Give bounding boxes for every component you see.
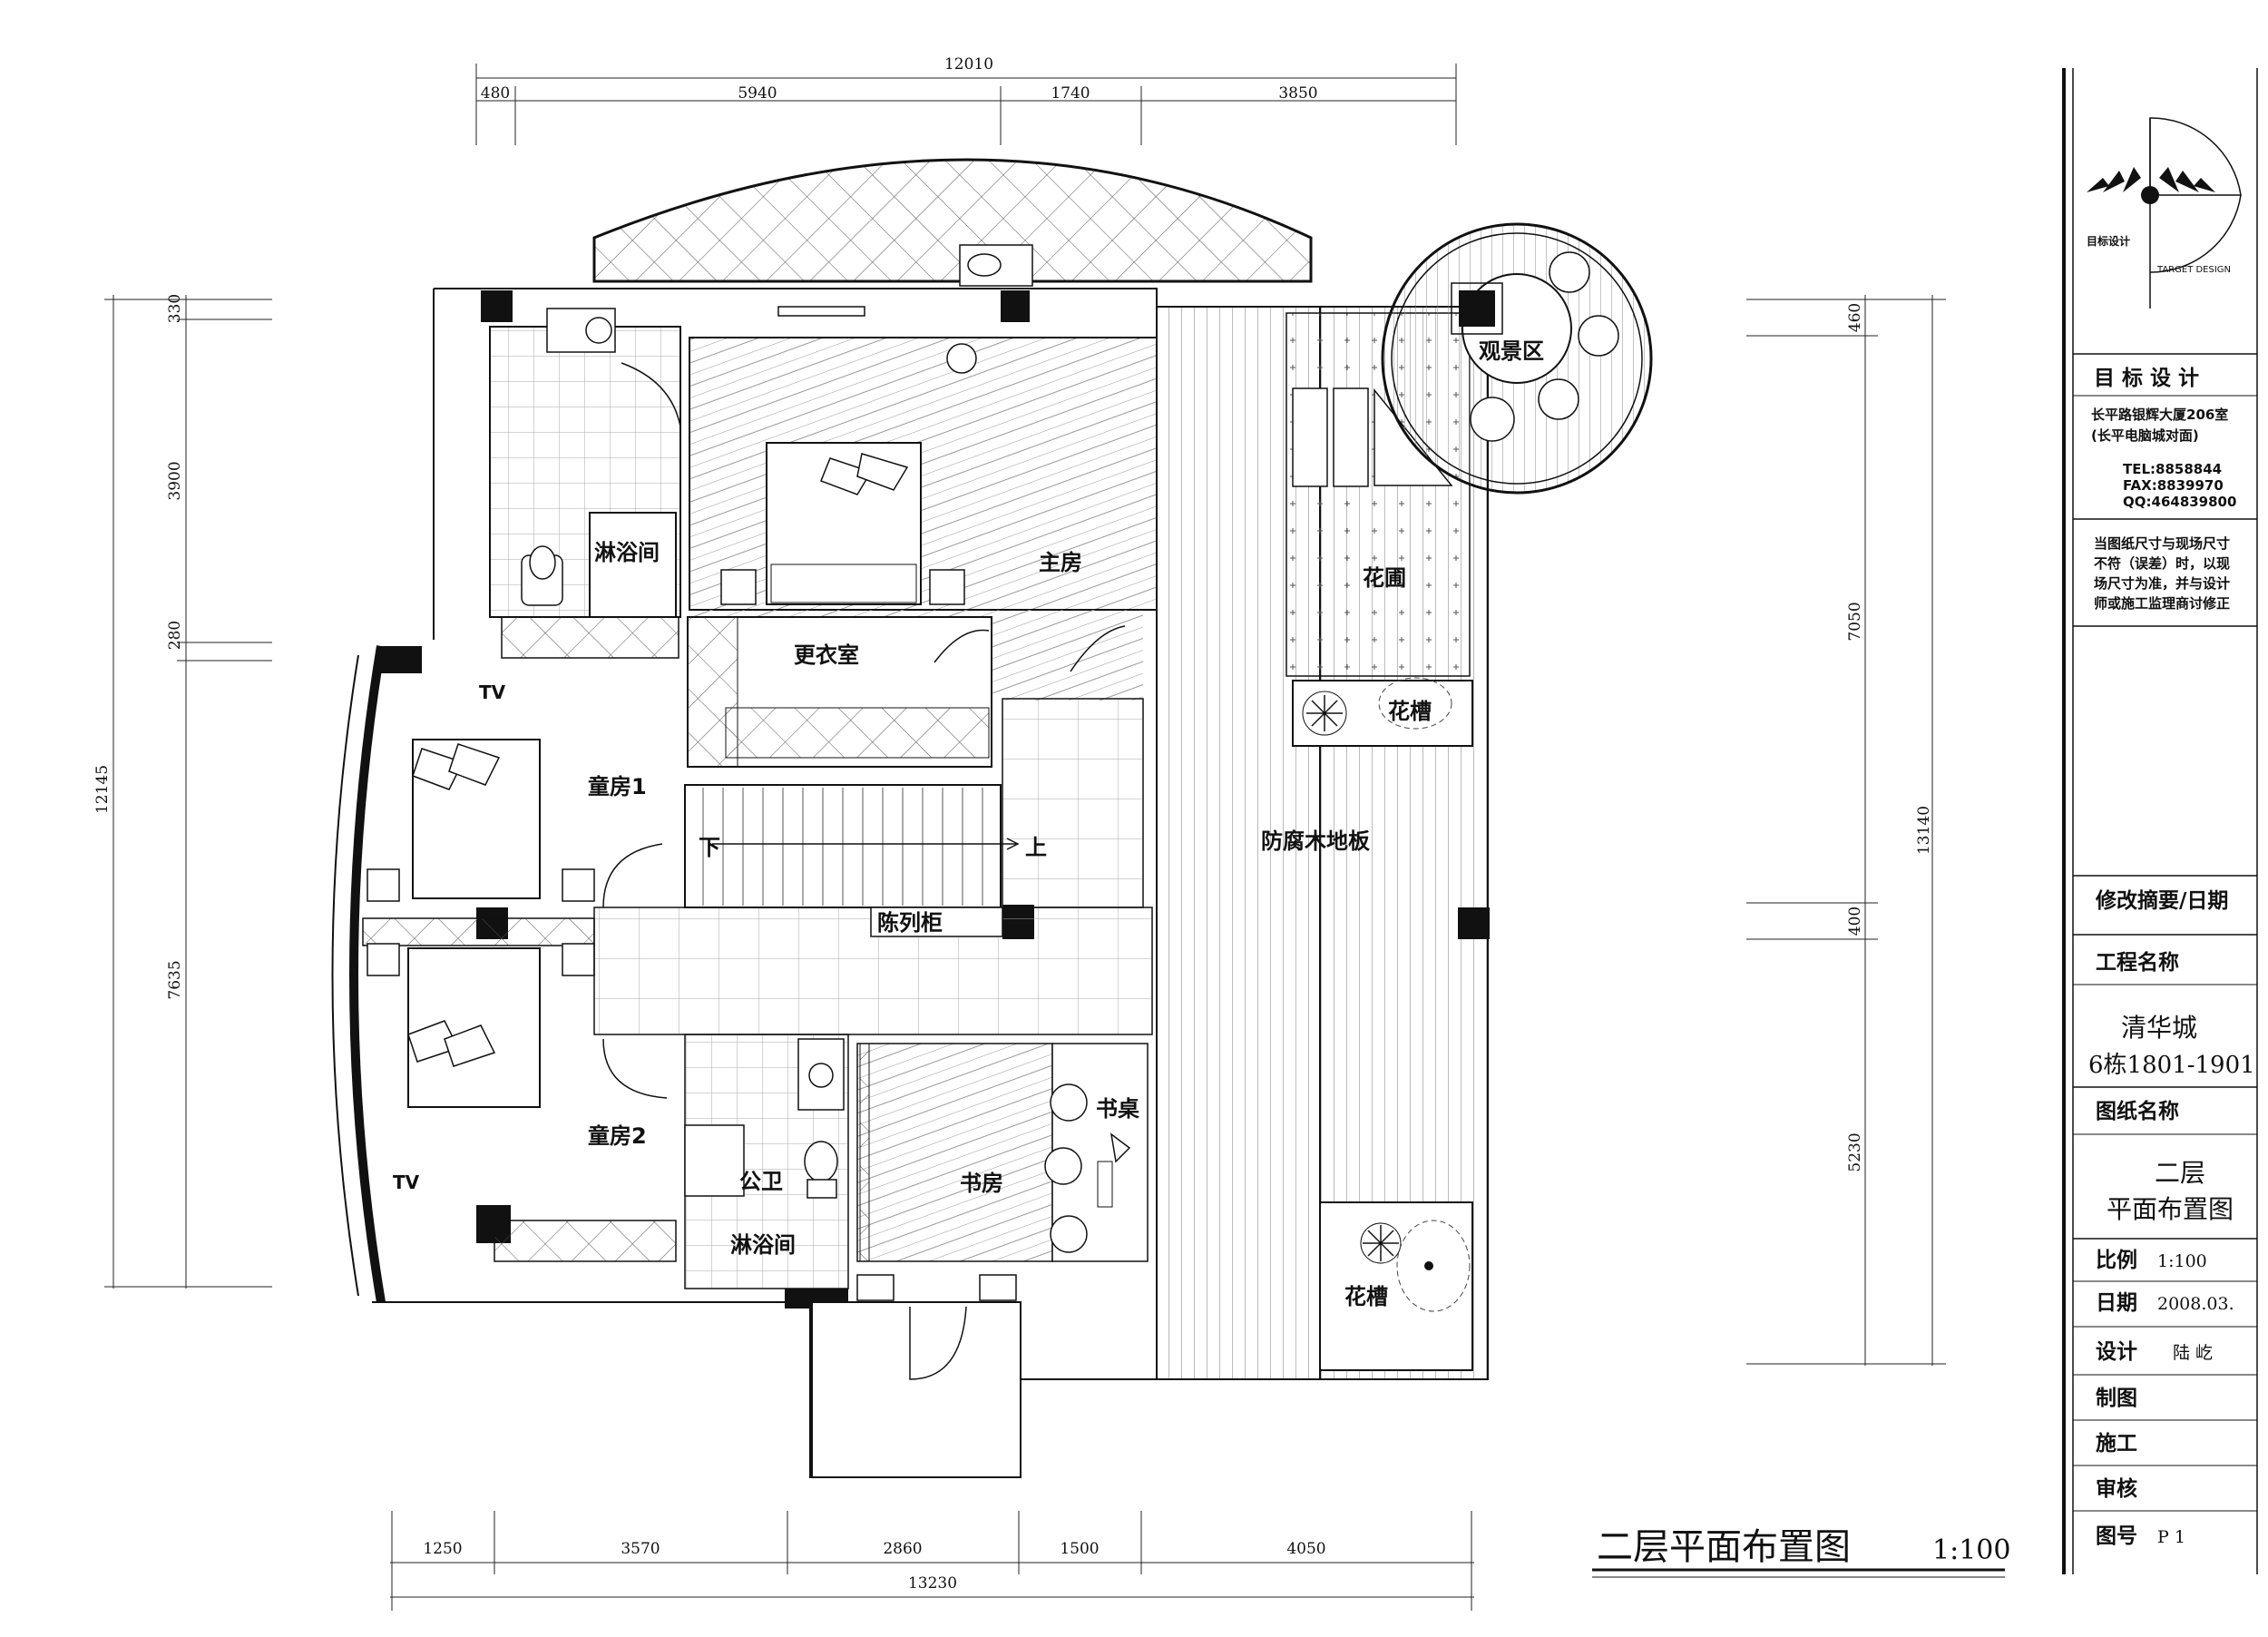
review-label: 审核	[2096, 1476, 2137, 1501]
dim-right-3: 400	[1846, 907, 1864, 936]
drawing-name-2: 平面布置图	[2107, 1194, 2234, 1224]
dim-left-total: 12145	[93, 765, 112, 814]
bottom-dimensions: 1250 3570 2860 1500 4050 13230	[390, 1511, 1474, 1611]
sheet-no-label: 图号	[2096, 1524, 2137, 1548]
label-garden: 花圃	[1363, 565, 1406, 591]
left-dimensions: 12145 330 3900 280 7635	[93, 294, 272, 1289]
logo-caption: 目标设计	[2087, 234, 2130, 248]
bottom-balcony	[811, 1301, 1022, 1478]
date-value: 2008.03.	[2157, 1294, 2234, 1314]
study-room	[856, 1043, 1053, 1262]
dim-left-1: 330	[166, 294, 184, 323]
dim-bottom-3: 2860	[883, 1540, 922, 1558]
note-line-1: 当图纸尺寸与现场尺寸	[2094, 535, 2230, 552]
design-value: 陆 屹	[2173, 1343, 2213, 1363]
child-room-curved-wall	[349, 645, 386, 1303]
drawing-name-label: 图纸名称	[2096, 1099, 2179, 1123]
dim-right-total: 13140	[1915, 806, 1933, 855]
right-dimensions: 13140 460 7050 400 5230	[1746, 295, 1946, 1366]
label-child-room-1: 童房1	[588, 774, 647, 799]
label-planter-top: 花槽	[1388, 699, 1432, 724]
label-desk: 书桌	[1096, 1096, 1139, 1122]
label-tv-bottom: TV	[393, 1171, 420, 1193]
dim-top-3: 1740	[1051, 84, 1090, 103]
planter-bottom	[1319, 1201, 1473, 1371]
scale-value: 1:100	[2157, 1251, 2207, 1271]
note-line-3: 场尺寸为准，并与设计	[2094, 575, 2230, 592]
company-tel: TEL:8858844	[2123, 461, 2222, 477]
revision-label: 修改摘要/日期	[2095, 888, 2228, 913]
top-dimensions: 12010 480 5940 1740 3850	[475, 55, 1457, 145]
label-planter-bottom: 花槽	[1344, 1284, 1388, 1309]
label-child-room-2: 童房2	[588, 1123, 647, 1149]
drawing-title-text: 二层平面布置图	[1597, 1526, 1851, 1568]
company-address-2: (长平电脑城对面)	[2091, 427, 2199, 444]
dim-left-2: 3900	[166, 461, 184, 500]
date-label: 日期	[2096, 1291, 2137, 1315]
company-address-1: 长平路银辉大厦206室	[2091, 407, 2228, 423]
label-public-bath: 公卫	[739, 1169, 783, 1194]
dim-bottom-4: 1500	[1060, 1540, 1099, 1558]
design-label: 设计	[2096, 1340, 2137, 1364]
label-stairs-up: 上	[1025, 835, 1047, 860]
dim-top-4: 3850	[1278, 84, 1317, 103]
label-master-bedroom: 主房	[1039, 550, 1082, 575]
label-tv-top: TV	[479, 681, 506, 703]
label-shower-bottom: 淋浴间	[730, 1232, 796, 1258]
dim-right-1: 460	[1846, 303, 1864, 332]
dim-top-1: 480	[481, 84, 510, 103]
logo-ring-text: TARGET DESIGN	[2156, 265, 2231, 275]
project-name-2: 6栋1801-1901	[2088, 1052, 2255, 1079]
label-closet: 更衣室	[794, 642, 859, 668]
title-block: TARGET DESIGN 目标设计 目 标 设 计 长平路银辉大厦206室 (…	[2062, 68, 2258, 1574]
master-bedroom	[689, 337, 1158, 611]
room-labels: 主房 淋浴间 更衣室 童房1 童房2 下 上 陈列柜 公卫 淋浴间 书房 书桌 …	[393, 338, 1544, 1309]
dim-right-4: 5230	[1846, 1132, 1864, 1171]
label-shower-top: 淋浴间	[594, 540, 660, 565]
company-qq: QQ:464839800	[2123, 494, 2236, 510]
project-label: 工程名称	[2096, 950, 2179, 975]
note-line-4: 师或施工监理商讨修正	[2094, 595, 2230, 612]
dim-bottom-5: 4050	[1286, 1540, 1325, 1558]
dim-top-2: 5940	[738, 84, 777, 103]
display-cabinet	[870, 907, 1003, 937]
drafting-label: 制图	[2096, 1387, 2137, 1410]
note-line-2: 不符（误差）时，以现	[2094, 555, 2230, 572]
construction-label: 施工	[2096, 1431, 2137, 1456]
drawing-title: 二层平面布置图 1:100	[1592, 1526, 2010, 1578]
company-name: 目 标 设 计	[2094, 367, 2199, 390]
dim-right-2: 7050	[1846, 602, 1864, 641]
arched-balcony	[592, 158, 1313, 283]
dim-bottom-1: 1250	[423, 1540, 462, 1558]
drawing-name-1: 二层	[2155, 1158, 2205, 1188]
label-study: 书房	[960, 1171, 1003, 1196]
dim-bottom-total: 13230	[908, 1574, 957, 1593]
company-fax: FAX:8839970	[2123, 477, 2224, 494]
dim-bottom-2: 3570	[621, 1540, 660, 1558]
project-name-1: 清华城	[2121, 1013, 2197, 1043]
label-viewing-area: 观景区	[1479, 338, 1544, 364]
label-display-cabinet: 陈列柜	[877, 910, 943, 936]
dim-top-total: 12010	[944, 55, 993, 74]
dim-left-3: 280	[166, 621, 184, 650]
label-wood-floor: 防腐木地板	[1261, 828, 1371, 854]
floor-plan	[331, 158, 1653, 1478]
scale-label: 比例	[2096, 1249, 2137, 1272]
drawing-title-scale: 1:100	[1932, 1534, 2010, 1566]
label-stairs-down: 下	[699, 835, 720, 860]
sheet-no-value: P 1	[2157, 1527, 2185, 1547]
dim-left-4: 7635	[166, 960, 184, 999]
